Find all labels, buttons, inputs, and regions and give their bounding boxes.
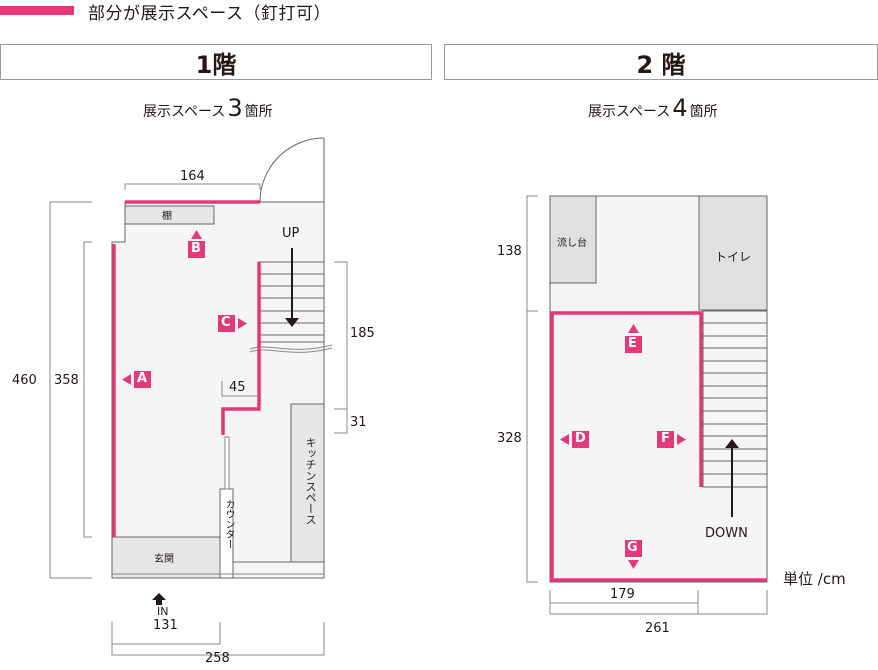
marker-d: D [575,431,586,446]
marker-f: F [661,431,670,446]
counter-label: カウンター [223,499,234,549]
marker-g: G [627,540,638,555]
shelf-label: 棚 [162,211,172,222]
dim-height-total: 460 [12,373,37,388]
down-label: DOWN [705,526,748,541]
kitchen-label: キッチンスペース [304,437,317,525]
marker-c: C [221,315,231,330]
marker-e: E [628,336,637,351]
floor1-subtitle: 展示スペース 3 箇所 [143,94,273,122]
legend-label: 部分が展示スペース（釘打可） [88,4,331,24]
floor2-title: 2 階 [444,44,878,80]
floor2-plan [526,195,768,615]
dim-bottom-total: 261 [645,621,670,636]
toilet-label: トイレ [715,250,752,264]
subtitle-count: 4 [672,94,688,122]
entrance-label: 玄関 [154,554,174,565]
in-label: IN [157,605,169,618]
subtitle-prefix: 展示スペース [588,104,671,120]
dim-stair-small: 31 [350,415,367,430]
floor1-plan [49,137,348,656]
marker-a: A [137,371,148,386]
unit-label: 単位 /cm [783,570,846,588]
dim-bottom-total: 258 [205,651,230,666]
sink-label: 流し台 [557,238,587,249]
subtitle-prefix: 展示スペース [143,104,226,120]
dim-bottom-inner: 131 [153,618,178,633]
floor1-title: 1階 [0,44,432,80]
legend-swatch [0,6,74,15]
subtitle-count: 3 [227,94,243,122]
dim-upper: 138 [497,244,522,259]
dim-bottom-inner: 179 [610,587,635,602]
subtitle-suffix: 箇所 [244,104,273,120]
up-label: UP [282,226,300,241]
floor2-subtitle: 展示スペース 4 箇所 [588,94,718,122]
marker-b: B [191,241,201,256]
dim-stair: 185 [350,326,375,341]
dim-height-wall: 358 [54,373,79,388]
subtitle-suffix: 箇所 [689,104,718,120]
dim-top: 164 [180,169,205,184]
dim-lower: 328 [497,431,522,446]
dim-step: 45 [229,380,246,395]
